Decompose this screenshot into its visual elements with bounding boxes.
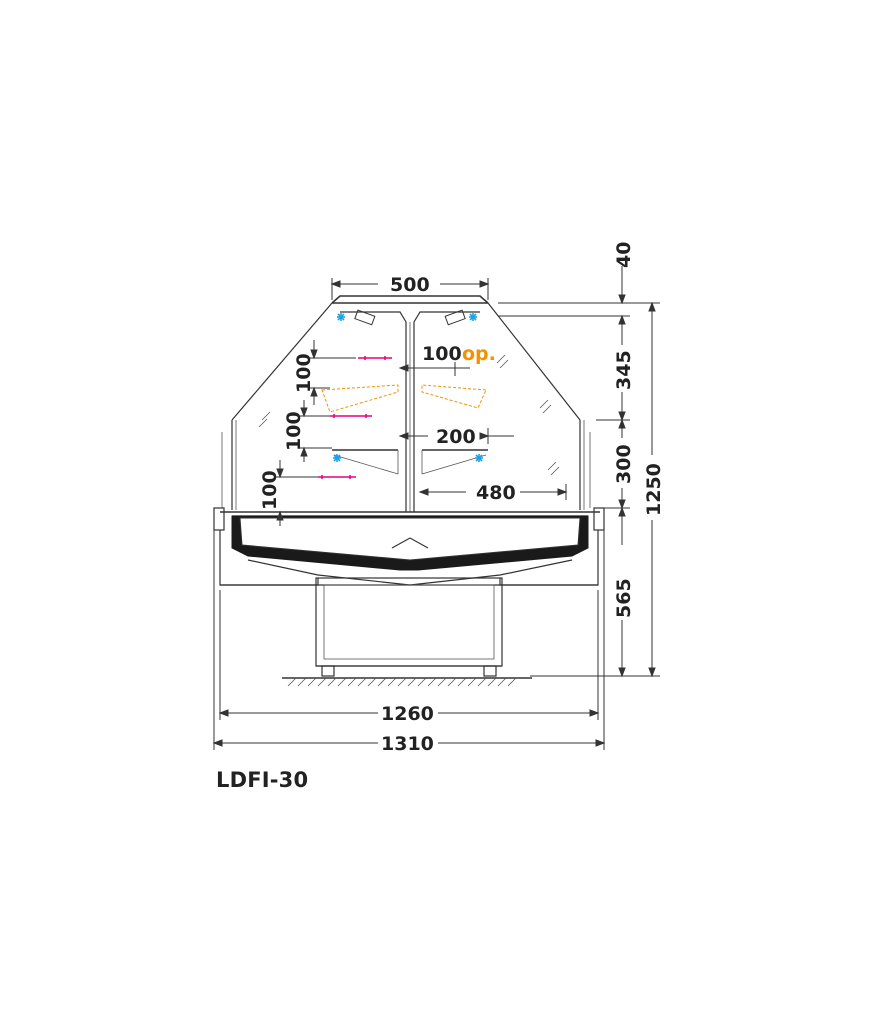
- shelves: [318, 309, 488, 479]
- shelf-lights: [318, 356, 392, 479]
- dim-top-width: 500: [390, 274, 430, 296]
- dimension-lines: [212, 266, 660, 750]
- dim-outer-width: 1310: [381, 733, 434, 755]
- dim-shelf-spacing-3: 100: [259, 470, 281, 510]
- dim-top-height: 40: [613, 242, 635, 268]
- dim-shelf-depth: 200: [436, 426, 476, 448]
- dim-shelf-spacing-1: 100: [293, 353, 315, 393]
- dim-total-height: 1250: [643, 463, 665, 516]
- dim-deck-depth: 480: [476, 482, 516, 504]
- dim-inner-width: 1260: [381, 703, 434, 725]
- optional-shelf-left: [321, 384, 399, 413]
- model-name: LDFI-30: [216, 768, 309, 792]
- dim-shelf-optional-suffix: op.: [462, 343, 496, 365]
- dim-base-height: 565: [613, 578, 635, 618]
- dim-shelf-optional: 100: [422, 343, 462, 365]
- dim-middle-height: 300: [613, 444, 635, 484]
- cooling-outlets: [333, 309, 483, 462]
- optional-shelf-right: [421, 384, 487, 409]
- case-outline: [213, 295, 605, 687]
- dimension-labels: 500 40 345 300 1250 565 1260 1310 100 10…: [259, 242, 665, 755]
- dim-shelf-spacing-2: 100: [283, 411, 305, 451]
- dim-upper-height: 345: [613, 350, 635, 390]
